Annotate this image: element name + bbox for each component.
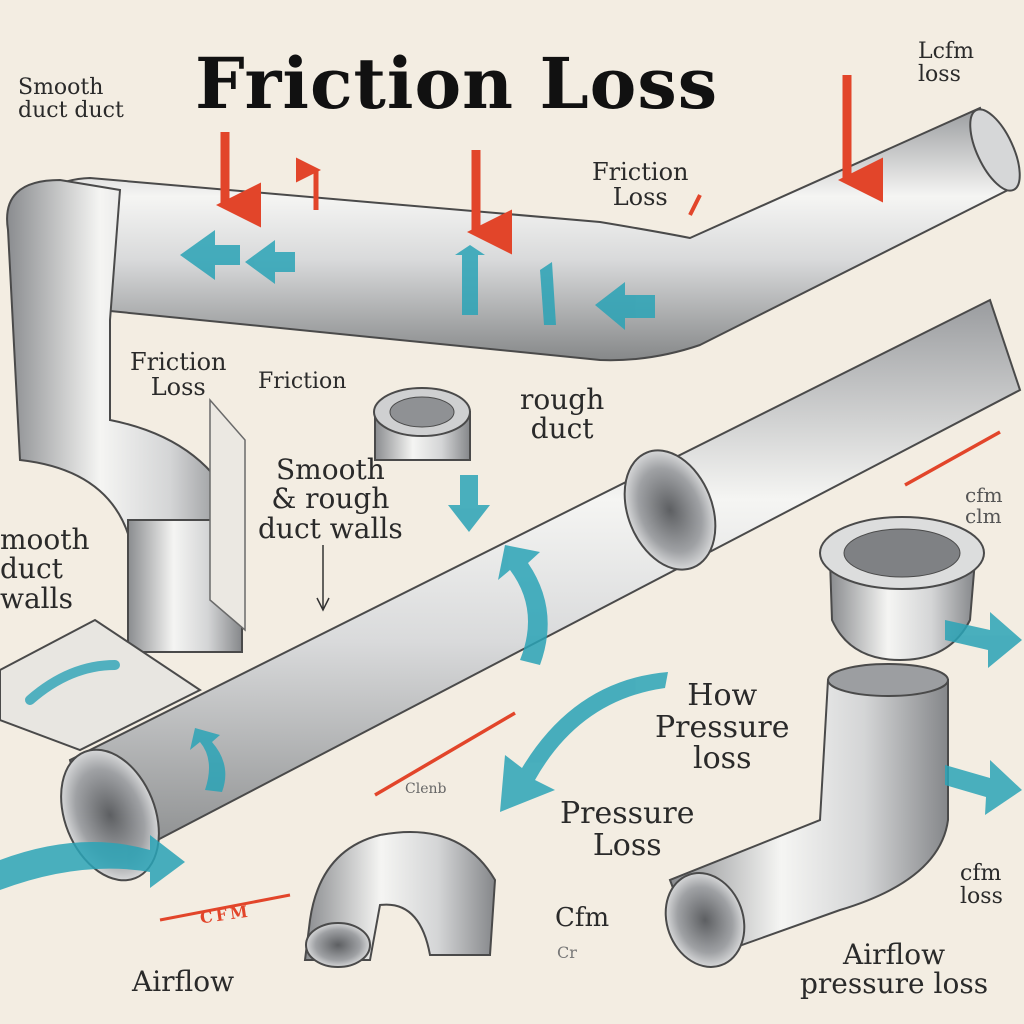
pressure-line-2 [904,430,1001,487]
label-line: Smooth [276,453,385,486]
label-line: rough [520,383,605,416]
label-line: Loss [150,373,206,402]
label-cr: Cr [557,943,577,962]
right-elbow-duct [664,663,949,968]
label-line: duct walls [258,511,403,545]
pressure-line-1 [374,711,516,797]
label-line: Friction [130,348,227,376]
label-line: duct [530,412,594,446]
label-friction: Friction [258,369,347,394]
label-line: cfm [965,483,1003,507]
label-line: walls [0,581,73,615]
label-airflow-pressure-loss: Airflow pressure loss [800,940,988,999]
airflow-stream-left [0,835,185,890]
airflow-tray [0,618,202,752]
label-line: loss [693,741,752,776]
label-friction-loss-top: Friction Loss [592,158,689,212]
label-line: Loss [612,183,668,212]
label-smooth-rough-walls: Smooth & rough duct walls [258,453,403,545]
label-cfm-bottom: Cfm [555,903,610,933]
airflow-arrow-right-1 [945,612,1022,668]
airflow-arrow-2 [245,240,295,284]
label-line: clm [965,504,1002,528]
label-line: Friction [592,158,689,186]
label-smooth-duct-top: Smooth duct duct [18,76,124,122]
airflow-arrow-4 [540,262,556,325]
pressure-arrows [159,75,1001,922]
large-fan-diffuser [819,516,985,662]
airflow-arrow-3 [455,245,485,315]
label-line: duct duct [18,98,124,124]
pressure-tick [688,194,702,216]
label-line: loss [960,884,1003,910]
airflow-arrows [0,230,1022,890]
label-line: How [687,678,758,713]
airflow-arrow-1 [180,230,240,280]
label-line: & rough [271,482,390,516]
top-duct [38,106,1021,362]
small-fan-diffuser [373,387,471,461]
label-cfm-loss-bottom: cfm loss [960,862,1003,908]
label-line: Lcfm [918,39,974,64]
label-friction-loss-left: Friction Loss [130,348,227,402]
label-line: pressure loss [800,967,989,1001]
airflow-arrow-6 [448,475,490,532]
label-right-scribble: cfm clm [965,485,1003,527]
middle-diagonal-duct [60,298,1022,882]
label-line: duct [0,552,63,586]
label-line: loss [918,62,961,88]
diagram-title: Friction Loss [195,42,719,125]
label-line: Pressure [655,709,790,745]
pointer-arrow [316,545,330,612]
airflow-arrow-right-2 [945,760,1022,815]
label-cfm-loss-top: Lcfm loss [918,40,974,86]
label-smooth-duct-walls: mooth duct walls [0,523,90,615]
label-airflow: Airflow [132,965,235,998]
airflow-arrow-5 [595,282,655,330]
flex-elbow-duct [303,831,497,968]
label-line: mooth [0,523,90,556]
label-rough-duct: rough duct [520,385,604,444]
label-line: cfm [960,861,1002,886]
label-line: Loss [592,827,662,863]
label-how-pressure-loss: How Pressure loss [655,680,790,775]
airflow-arrow-8 [190,728,226,792]
label-line: Airflow [843,938,946,971]
label-line: Pressure [560,796,695,831]
label-clenb: Clenb [405,781,447,797]
pressure-line-3 [159,893,291,922]
label-line: Smooth [18,75,104,100]
wall-panel [209,398,246,632]
big-airflow-arrow [500,672,668,812]
label-pressure-loss: Pressure Loss [560,798,695,861]
airflow-arrow-7 [498,545,548,665]
